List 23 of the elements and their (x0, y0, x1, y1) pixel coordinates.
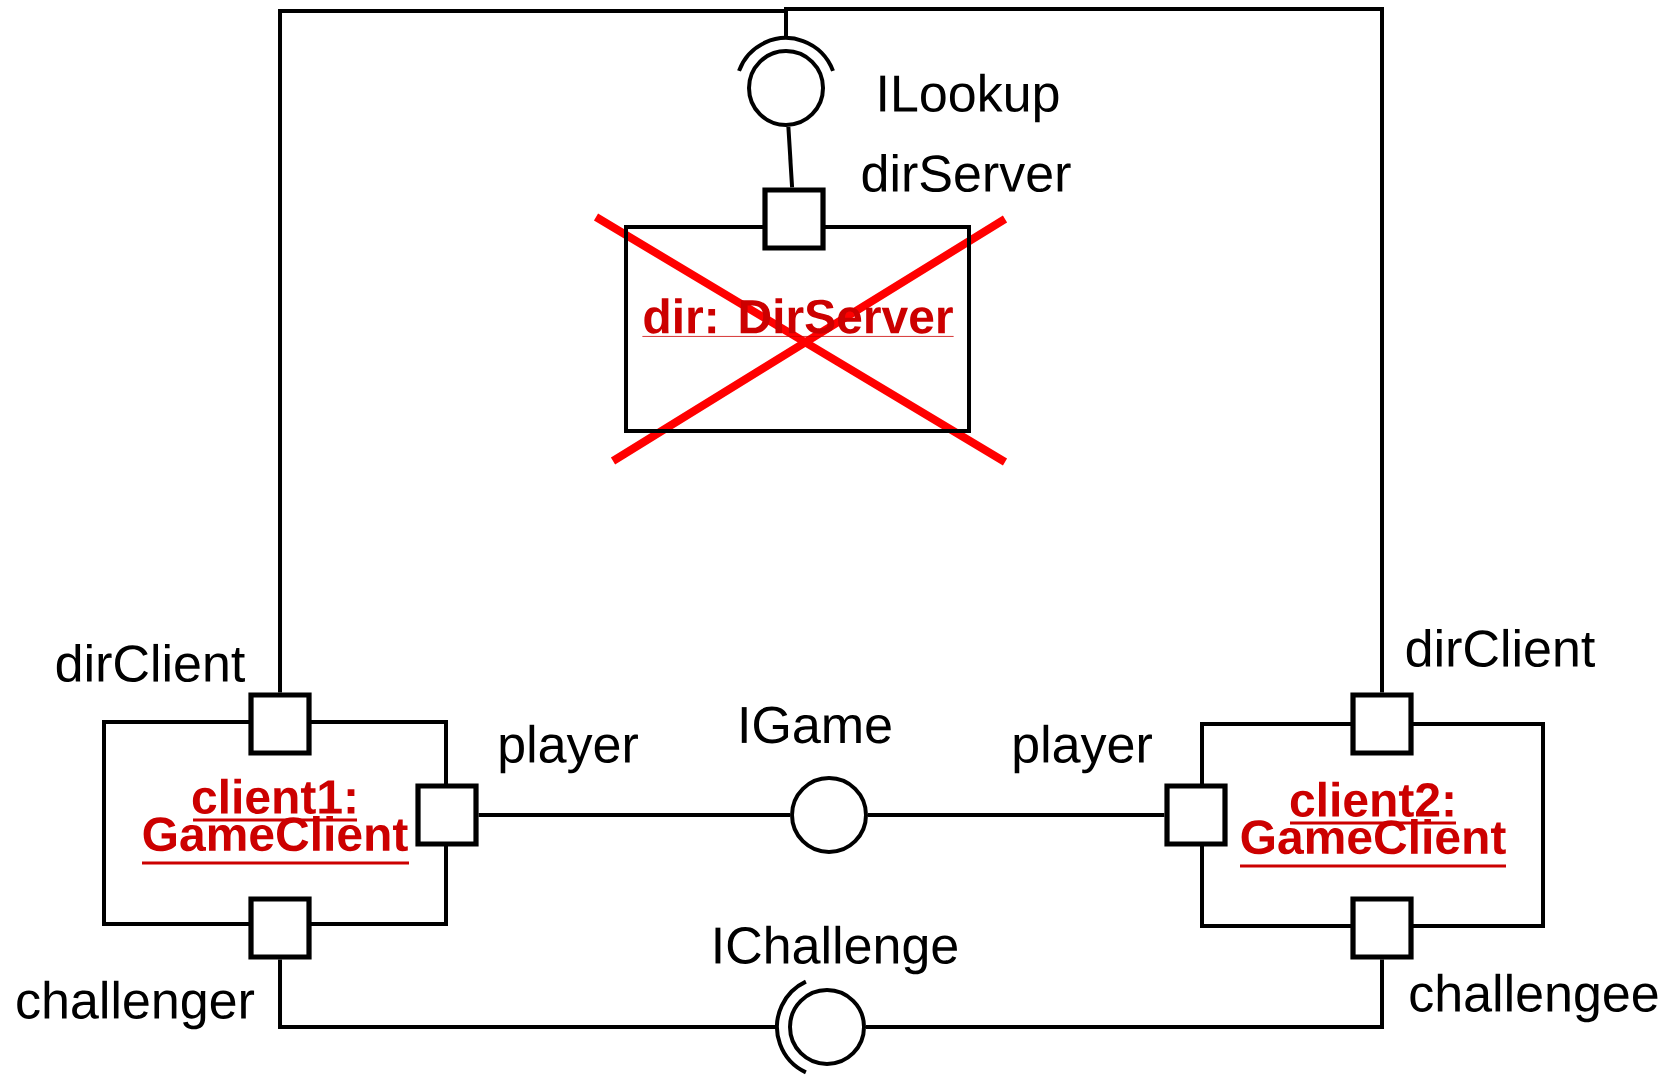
port-square (1164, 783, 1228, 847)
interface-label: IGame (741, 706, 891, 744)
port-square (1350, 692, 1414, 756)
interface-label: IChallenge (715, 925, 957, 975)
port-label: player (500, 724, 638, 774)
port-square (762, 187, 826, 251)
connector-line (866, 959, 1384, 1029)
interface-label: ILookup (880, 73, 1059, 123)
connector-line (868, 813, 1165, 817)
connector-line (784, 7, 1384, 693)
port-square (248, 896, 312, 960)
port-square (415, 783, 479, 847)
port-label: challengee (1410, 973, 1658, 1023)
port-label: player (1014, 724, 1152, 774)
connector-line (786, 126, 795, 188)
port-label: dirClient (56, 643, 245, 683)
connector-line (278, 959, 777, 1029)
connector-line (478, 813, 790, 817)
port-square (248, 692, 312, 756)
port-square (1350, 896, 1414, 960)
port-label: dirServer (862, 153, 1071, 193)
port-label: challenger (17, 980, 255, 1030)
port-label: dirClient (1406, 628, 1595, 668)
